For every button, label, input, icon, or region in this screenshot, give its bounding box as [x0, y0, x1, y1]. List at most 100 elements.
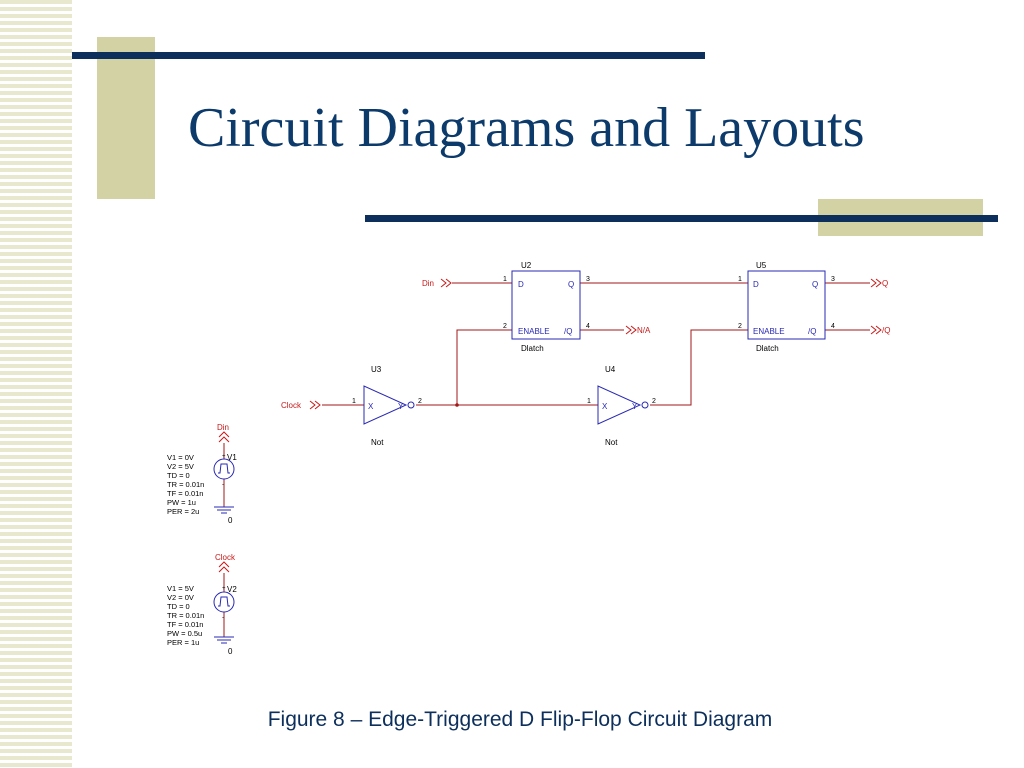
- u4-pin-2-number: 2: [652, 398, 656, 405]
- v2-param-4: TR = 0.01n: [167, 611, 204, 620]
- v2-param-1: V1 = 5V: [167, 584, 194, 593]
- u5-pin-1-number: 1: [738, 276, 742, 283]
- v2-pulse-glyph: [218, 596, 230, 607]
- port-nq-label: /Q: [882, 326, 890, 335]
- wire-junction-dot: [455, 403, 459, 407]
- u3-triangle: [363, 385, 408, 425]
- v2-net-marker-2: [218, 566, 230, 573]
- u2-pin-1-number: 1: [503, 276, 507, 283]
- pulse-source-v1: Din V1 + - 0 V1 = 0V V2 = 5V TD = 0 TR =…: [167, 423, 237, 525]
- u4-pin-x-label: X: [602, 402, 608, 411]
- v1-ground-symbol: [214, 506, 234, 514]
- port-nq: [870, 325, 882, 335]
- u4-pin-1-number: 1: [587, 398, 591, 405]
- tan-accent-block-top: [97, 37, 155, 199]
- u3-pin-1-number: 1: [352, 398, 356, 405]
- u2-pin-nq-label: /Q: [564, 327, 572, 336]
- u2-pin-3-number: 3: [586, 276, 590, 283]
- v1-source-circle: [213, 458, 235, 480]
- v1-param-7: PER = 2u: [167, 507, 199, 516]
- u2-body: [511, 270, 581, 340]
- port-din-chevron-1: [440, 278, 447, 288]
- u3-ref-label: U3: [371, 365, 382, 374]
- u2-ref-label: U2: [521, 261, 532, 270]
- u5-ref-label: U5: [756, 261, 767, 270]
- wires: [223, 282, 870, 637]
- u4-output-bubble: [641, 401, 649, 409]
- port-nq-chevron-1: [870, 325, 877, 335]
- u5-pin-nq-label: /Q: [808, 327, 816, 336]
- u3-pin-x-label: X: [368, 402, 374, 411]
- figure-caption: Figure 8 – Edge-Triggered D Flip-Flop Ci…: [267, 708, 773, 731]
- u2-type-label: Dlatch: [521, 344, 544, 353]
- title-rule-bottom: [365, 215, 998, 222]
- u4-type-label: Not: [605, 438, 618, 447]
- v2-param-7: PER = 1u: [167, 638, 199, 647]
- port-clock-label: Clock: [281, 401, 302, 410]
- v1-param-1: V1 = 0V: [167, 453, 194, 462]
- v2-ref-label: V2: [227, 585, 237, 594]
- u2-pin-2-number: 2: [503, 323, 507, 330]
- u5-pin-d-label: D: [753, 280, 759, 289]
- v1-param-2: V2 = 5V: [167, 462, 194, 471]
- v1-param-3: TD = 0: [167, 471, 190, 480]
- pulse-source-v2: Clock V2 + - 0 V1 = 5V V2 = 0V TD = 0 TR…: [167, 553, 237, 656]
- v2-plus-sign: +: [222, 586, 226, 592]
- port-q-chevron-1: [870, 278, 877, 288]
- port-din-label: Din: [422, 279, 434, 288]
- v1-param-5: TF = 0.01n: [167, 489, 203, 498]
- port-din-chevron-2: [445, 278, 452, 288]
- port-q: [870, 278, 882, 288]
- v1-ref-label: V1: [227, 453, 237, 462]
- port-q-label: Q: [882, 279, 888, 288]
- v1-net-label: Din: [217, 423, 229, 432]
- port-clock-chevron-1: [309, 400, 316, 410]
- port-na-label: N/A: [637, 326, 651, 335]
- v1-pulse-glyph: [218, 463, 230, 474]
- port-clock: [309, 400, 321, 410]
- port-na-chevron-2: [630, 325, 637, 335]
- u2-pin-enable-label: ENABLE: [518, 327, 550, 336]
- v1-net-marker-1: [218, 431, 230, 438]
- v2-ground-label: 0: [228, 647, 233, 656]
- dlatch-u5: U5 Dlatch D Q ENABLE /Q 1 2 3 4: [738, 261, 835, 353]
- u5-body: [747, 270, 826, 340]
- v1-ground-label: 0: [228, 516, 233, 525]
- u2-pin-q-label: Q: [568, 280, 574, 289]
- v1-plus-sign: +: [222, 454, 226, 460]
- u5-pin-4-number: 4: [831, 323, 835, 330]
- dlatch-u2: U2 Dlatch D Q ENABLE /Q 1 2 3 4: [503, 261, 590, 353]
- not-gate-u3: U3 Not X Y 1 2: [352, 365, 422, 447]
- slide-title: Circuit Diagrams and Layouts: [188, 97, 865, 159]
- port-nq-chevron-2: [875, 325, 882, 335]
- u3-output-bubble: [407, 401, 415, 409]
- u5-type-label: Dlatch: [756, 344, 779, 353]
- u5-pin-enable-label: ENABLE: [753, 327, 785, 336]
- port-na-chevron-1: [625, 325, 632, 335]
- u4-triangle: [597, 385, 642, 425]
- v2-net-marker-1: [218, 561, 230, 568]
- v1-param-4: TR = 0.01n: [167, 480, 204, 489]
- v2-param-2: V2 = 0V: [167, 593, 194, 602]
- v2-param-3: TD = 0: [167, 602, 190, 611]
- port-din: [440, 278, 452, 288]
- port-clock-chevron-2: [314, 400, 321, 410]
- v2-minus-sign: -: [222, 615, 224, 621]
- u5-pin-q-label: Q: [812, 280, 818, 289]
- u2-pin-4-number: 4: [586, 323, 590, 330]
- v2-net-label: Clock: [215, 553, 236, 562]
- v2-param-6: PW = 0.5u: [167, 629, 202, 638]
- not-gate-u4: U4 Not X Y 1 2: [587, 365, 656, 447]
- striped-sidebar-decoration: [0, 0, 72, 768]
- v2-param-5: TF = 0.01n: [167, 620, 203, 629]
- u3-pin-2-number: 2: [418, 398, 422, 405]
- u3-type-label: Not: [371, 438, 384, 447]
- wire-u4-out-to-u5-enable: [650, 329, 748, 406]
- v2-ground-symbol: [214, 636, 234, 644]
- port-q-chevron-2: [875, 278, 882, 288]
- v1-param-6: PW = 1u: [167, 498, 196, 507]
- u2-pin-d-label: D: [518, 280, 524, 289]
- u4-ref-label: U4: [605, 365, 616, 374]
- port-na: [625, 325, 637, 335]
